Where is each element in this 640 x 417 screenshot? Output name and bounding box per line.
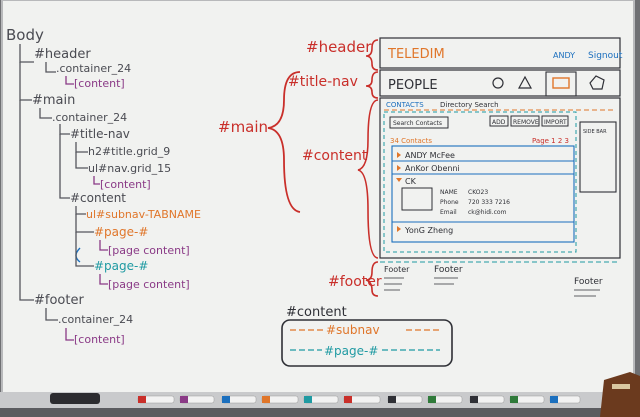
label-content: #content (302, 148, 368, 164)
search-button-label: Search Contacts (393, 120, 442, 127)
tree-outline: Body #header .container_24 [content] #ma… (6, 26, 201, 346)
tree-page-content-2: [page content] (108, 278, 190, 291)
tree-footer: #footer (34, 293, 84, 308)
tree-footer-container: .container_24 (58, 313, 133, 326)
tree-main: #main (32, 93, 75, 108)
tree-h2-title: h2#title.grid_9 (88, 145, 170, 158)
active-nav-tab (545, 71, 577, 97)
remove-button (510, 115, 540, 127)
mockup-logo: TELEDIM (387, 47, 445, 62)
mockup-title-nav (379, 69, 621, 97)
footer-brace (365, 261, 379, 297)
content-brace (357, 99, 379, 259)
footer-scribble (434, 277, 458, 285)
tree-header-container: .container_24 (56, 62, 131, 75)
tree-ul-subnav: ul#subnav-TABNAME (86, 208, 201, 221)
whiteboard-surface (2, 0, 634, 398)
mockup-content (379, 97, 621, 259)
square-icon (552, 77, 570, 89)
tray-shadow (0, 408, 640, 417)
label-footer: #footer (328, 274, 382, 290)
pagination: Page 1 2 3 (532, 137, 569, 145)
legend-page: #page-# (324, 344, 378, 358)
label-header: #header (306, 38, 372, 56)
remove-button-label: REMOVE (513, 119, 539, 126)
row-expand-icon (397, 226, 401, 232)
footer-scribble (574, 289, 600, 297)
mockup-tab-contacts: CONTACTS (386, 101, 424, 109)
tree-header: #header (34, 47, 91, 62)
legend-box: #content #subnav #page-# (281, 305, 453, 367)
row-expand-icon (397, 152, 401, 158)
detail-name-value: CKO23 (468, 189, 488, 196)
label-title-nav: #title-nav (288, 74, 358, 90)
contact-list (391, 145, 575, 243)
mockup-user: ANDY (553, 51, 575, 60)
mockup-header (379, 37, 621, 69)
tree-page-2: #page-# (94, 259, 148, 273)
tree-title-nav: #title-nav (70, 127, 130, 141)
tree-footer-content: [content] (74, 333, 125, 346)
legend-content: #content (286, 305, 347, 320)
detail-phone-value: 720 333 7216 (468, 199, 510, 206)
footer-scribble (384, 277, 404, 291)
legend-frame (281, 319, 453, 367)
import-button (541, 115, 569, 127)
contact-row-1: ANDY McFee (405, 151, 455, 160)
contact-count: 34 Contacts (390, 137, 432, 145)
wireframe-mockup: TELEDIM ANDY Signout PEOPLE CONTACTS Dir… (379, 37, 623, 297)
detail-name-label: NAME (440, 189, 458, 196)
title-nav-brace (365, 71, 379, 99)
mockup-people: PEOPLE (388, 78, 438, 93)
label-main: #main (218, 118, 268, 136)
tree-ul-nav: ul#nav.grid_15 (88, 162, 171, 175)
legend-subnav: #subnav (326, 323, 380, 337)
detail-email-value: ck@hidi.com (468, 209, 507, 216)
circle-icon (492, 77, 504, 89)
contact-row-2: AnKor Obenni (405, 164, 460, 173)
sidebar-label: SIDE BAR (583, 129, 607, 135)
detail-email-label: Email (440, 209, 457, 216)
import-button-label: IMPORT (544, 119, 567, 126)
footer-label-3: Footer (574, 277, 603, 287)
header-brace (365, 39, 379, 71)
add-button-label: ADD (492, 119, 506, 126)
page-area (383, 111, 577, 253)
search-contacts-button (389, 116, 449, 129)
mockup-signout: Signout (588, 51, 623, 61)
footer-label-1: Footer (384, 265, 410, 274)
triangle-icon (517, 75, 533, 89)
main-brace (267, 71, 301, 213)
add-button (489, 115, 509, 127)
tree-body: Body (6, 26, 44, 44)
eraser (50, 393, 100, 404)
contact-photo (401, 187, 433, 211)
tree-main-container: .container_24 (52, 111, 127, 124)
row-expand-icon (397, 165, 401, 171)
tree-page-1: #page-# (94, 225, 148, 239)
tree-header-content: [content] (74, 77, 125, 90)
tree-title-nav-content: [content] (100, 178, 151, 191)
section-labels: #header #title-nav #main #content #foote… (218, 38, 382, 297)
mockup-tab-directory: Directory Search (440, 101, 499, 109)
guitar-logo-plate (612, 384, 630, 389)
pentagon-icon (589, 75, 605, 90)
tree-content: #content (70, 191, 126, 205)
detail-phone-label: Phone (440, 199, 459, 206)
contact-row-3: CK (405, 177, 417, 186)
tree-page-content-1: [page content] (108, 244, 190, 257)
markers (50, 393, 581, 404)
mockup-sidebar (579, 121, 617, 193)
contact-row-4: YonG Zheng (404, 226, 453, 235)
footer-label-2: Footer (434, 265, 463, 275)
row-collapse-icon (396, 178, 402, 182)
guitar-headstock (600, 372, 640, 417)
